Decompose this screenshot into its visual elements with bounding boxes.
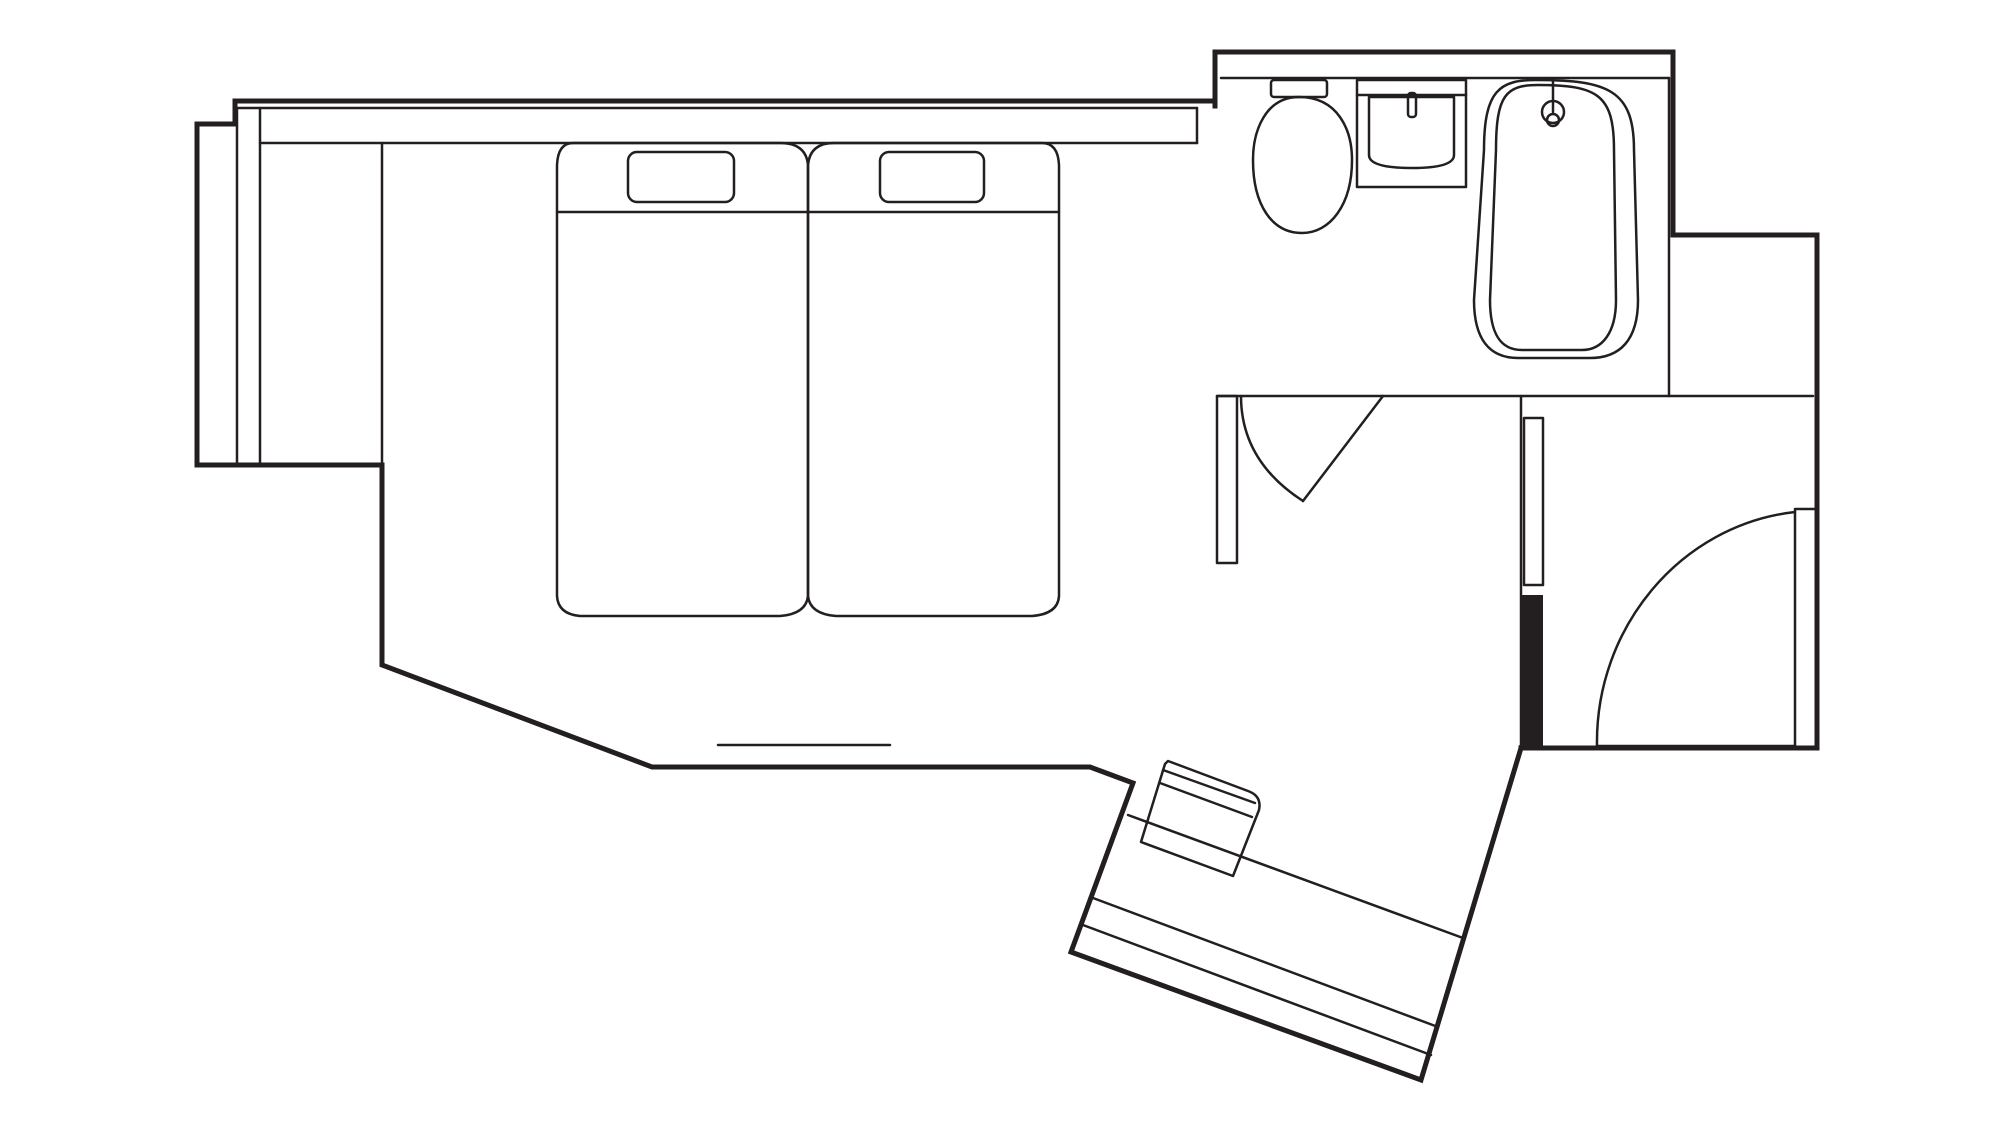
chair-back bbox=[1161, 768, 1257, 805]
chair[interactable] bbox=[1139, 759, 1261, 878]
desk-back bbox=[1126, 813, 1465, 940]
door-swing-arc bbox=[1239, 394, 1305, 503]
closet-panel bbox=[1522, 416, 1545, 587]
twin-bed-left bbox=[555, 141, 810, 618]
chair-seat[interactable] bbox=[1139, 759, 1261, 878]
chair-back-edge bbox=[1158, 781, 1254, 819]
bathtub bbox=[1472, 78, 1640, 360]
desk-front-bottom bbox=[1081, 923, 1433, 1057]
window-sill bbox=[235, 106, 1199, 465]
washbasin bbox=[1355, 78, 1468, 189]
desk-counter bbox=[1081, 813, 1465, 1057]
door-jamb-right bbox=[1793, 507, 1819, 750]
bathroom-outer-wall bbox=[1212, 49, 1820, 751]
window bbox=[235, 106, 262, 465]
bed-frame bbox=[806, 141, 1061, 618]
basin-bowl bbox=[1367, 95, 1456, 170]
desk-front-top bbox=[1091, 896, 1440, 1029]
tub-drain-inner bbox=[1545, 112, 1561, 128]
door-swing-arc bbox=[1595, 510, 1797, 748]
toilet-tank bbox=[1269, 78, 1329, 99]
bathroom-door[interactable] bbox=[1215, 394, 1385, 565]
bathroom bbox=[1215, 76, 1815, 398]
basin-counter bbox=[1355, 78, 1468, 189]
tub-outer bbox=[1472, 78, 1640, 360]
entrance-door[interactable] bbox=[1595, 507, 1819, 750]
toilet-bowl bbox=[1251, 95, 1354, 235]
toilet bbox=[1251, 78, 1354, 235]
tub-inner bbox=[1488, 83, 1618, 352]
outer-walls bbox=[194, 49, 1820, 1084]
basin-faucet bbox=[1406, 91, 1418, 119]
door-leaf[interactable] bbox=[1301, 394, 1385, 503]
twin-bed-right bbox=[806, 141, 1061, 618]
main-room-wall bbox=[194, 98, 1525, 1084]
closet-post bbox=[1522, 595, 1543, 748]
door-jamb-left bbox=[1215, 394, 1239, 565]
pillow bbox=[626, 150, 736, 204]
bed-frame bbox=[555, 141, 810, 618]
pillow bbox=[878, 150, 986, 204]
closet bbox=[1519, 394, 1545, 750]
